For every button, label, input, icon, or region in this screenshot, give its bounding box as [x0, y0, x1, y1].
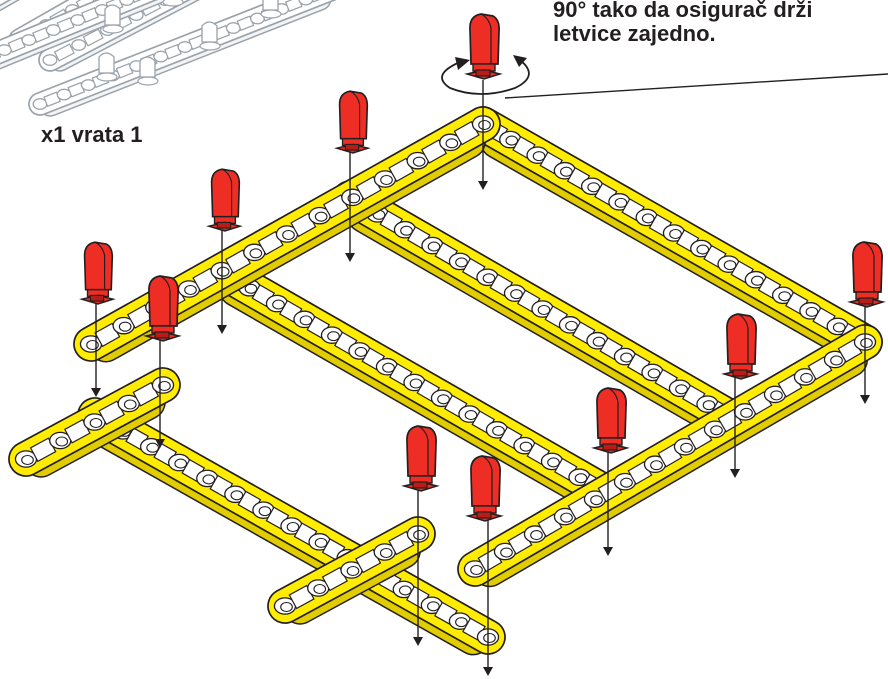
stem-layer — [91, 80, 870, 676]
red-peg — [206, 168, 243, 232]
instruction-text: 90° tako da osigurač drži letvice zajedn… — [553, 0, 812, 46]
ghost-strip — [0, 0, 212, 73]
yellow-strip — [204, 254, 625, 512]
red-peg — [465, 455, 504, 522]
red-peg — [721, 313, 760, 380]
arrow-down-icon — [155, 439, 165, 448]
red-peg — [143, 275, 182, 342]
arrow-down-icon — [91, 388, 101, 397]
ghost-peg — [260, 0, 282, 19]
ghost-peg — [96, 52, 118, 82]
red-peg — [847, 241, 886, 308]
ghost-preview-frame — [0, 0, 342, 117]
red-peg — [464, 13, 503, 80]
ghost-peg — [199, 21, 221, 51]
stem-arrow — [413, 468, 423, 646]
ghost-peg — [162, 0, 184, 7]
instruction-line: letvice zajedno. — [553, 21, 716, 46]
arrow-down-icon — [217, 325, 227, 334]
stem-arrow — [483, 498, 493, 676]
red-peg — [79, 241, 116, 305]
stem-arrow — [478, 80, 488, 190]
arrow-down-icon — [603, 547, 613, 556]
ghost-peg — [137, 56, 159, 86]
instruction-line: 90° tako da osigurač drži — [553, 0, 813, 22]
red-peg — [334, 90, 371, 154]
stem-arrow — [730, 360, 740, 478]
arrow-down-icon — [478, 181, 488, 190]
yellow-strip — [8, 367, 181, 478]
red-peg — [591, 387, 630, 454]
red-peg — [401, 425, 440, 492]
arrow-down-icon — [413, 637, 423, 646]
yellow-strip — [77, 397, 506, 656]
arrow-down-icon — [730, 469, 740, 478]
yellow-strip — [332, 180, 753, 439]
arrow-down-icon — [483, 667, 493, 676]
strip-layer — [8, 106, 883, 656]
yellow-strip — [457, 324, 883, 588]
leader-line — [504, 73, 888, 99]
yellow-strip — [465, 106, 883, 361]
rotate-arrows-icon — [441, 55, 530, 95]
arrow-down-icon — [345, 253, 355, 262]
caption-label: x1 vrata 1 — [41, 122, 143, 147]
arrow-down-icon — [860, 395, 870, 404]
yellow-strip — [73, 106, 501, 363]
peg-layer — [79, 13, 886, 522]
ghost-peg — [102, 4, 124, 34]
